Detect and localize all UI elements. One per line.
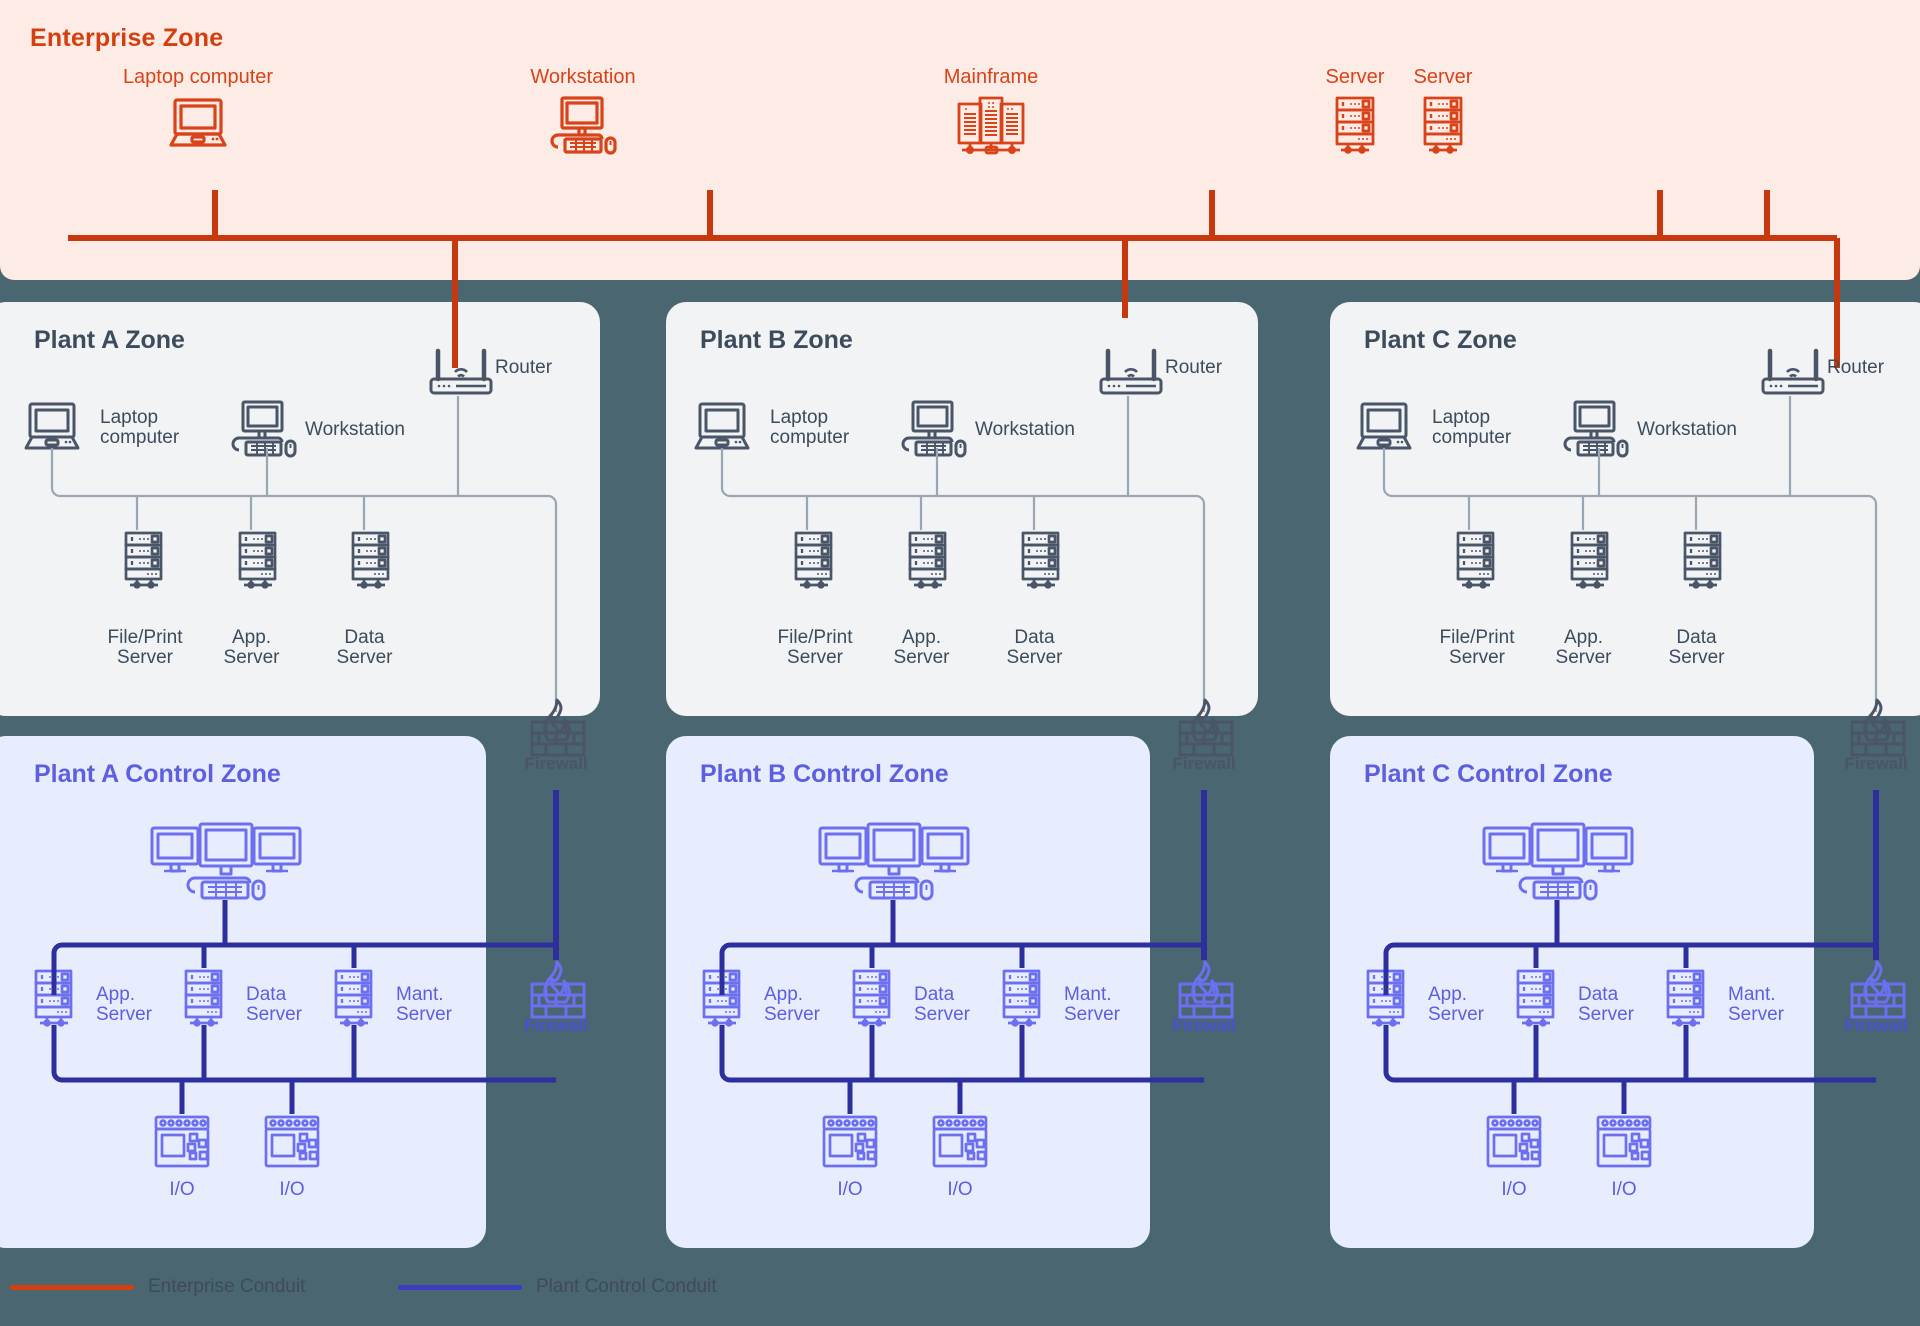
legend-item-control-conduit: Plant Control Conduit bbox=[398, 1276, 717, 1298]
plant-a-zone-title: Plant A Zone bbox=[34, 326, 185, 354]
ctl-c-io-2-label: I/O bbox=[1611, 1179, 1637, 1200]
plant-b-control-firewall-label: Firewall bbox=[1172, 1016, 1236, 1035]
ctl-b-server-1-label: App. Server bbox=[764, 984, 820, 1026]
plant-b-server-2-label: App. Server bbox=[893, 627, 950, 669]
ctl-a-io-2-label: I/O bbox=[279, 1179, 305, 1200]
plant-b-laptop-label: Laptop computer bbox=[770, 407, 850, 449]
legend-item-enterprise-conduit: Enterprise Conduit bbox=[10, 1276, 305, 1298]
plant-b-zone-title: Plant B Zone bbox=[700, 326, 853, 354]
enterprise-node-label: Server bbox=[1413, 66, 1473, 88]
enterprise-node-label: Laptop computer bbox=[122, 66, 274, 88]
ctl-c-io-1-label: I/O bbox=[1501, 1179, 1527, 1200]
plant-b-control-firewall[interactable]: Firewall bbox=[1154, 1016, 1254, 1036]
ctl-c-server-1-label: App. Server bbox=[1428, 984, 1484, 1026]
plant-a-server-3-label: Data Server bbox=[336, 627, 393, 669]
plant-c-server-2-label: App. Server bbox=[1555, 627, 1612, 669]
legend: Enterprise Conduit Plant Control Conduit bbox=[0, 1272, 1920, 1312]
ctl-b-io-2-label: I/O bbox=[947, 1179, 973, 1200]
server-icon bbox=[1300, 95, 1410, 157]
legend-swatch-enterprise bbox=[10, 1284, 134, 1290]
plant-a-router-label: Router bbox=[495, 357, 553, 378]
plant-a-control-zone-title: Plant A Control Zone bbox=[34, 760, 281, 788]
plant-a-firewall[interactable]: Firewall bbox=[506, 754, 606, 774]
workstation-icon bbox=[500, 95, 666, 157]
ctl-a-io-1-label: I/O bbox=[169, 1179, 195, 1200]
plant-c-laptop-label: Laptop computer bbox=[1432, 407, 1512, 449]
ctl-a-server-1-label: App. Server bbox=[96, 984, 152, 1026]
plant-a-control-firewall[interactable]: Firewall bbox=[506, 1016, 606, 1036]
plant-b-router-label: Router bbox=[1165, 357, 1223, 378]
plant-b-firewall[interactable]: Firewall bbox=[1154, 754, 1254, 774]
plant-c-zone-title: Plant C Zone bbox=[1364, 326, 1517, 354]
legend-label-control: Plant Control Conduit bbox=[536, 1276, 717, 1297]
plant-a-control-firewall-label: Firewall bbox=[524, 1016, 588, 1035]
enterprise-zone-title: Enterprise Zone bbox=[30, 24, 224, 52]
plant-a-zone-card: Plant A Zone bbox=[0, 302, 600, 716]
plant-c-control-firewall[interactable]: Firewall bbox=[1826, 1016, 1920, 1036]
plant-b-control-zone-title: Plant B Control Zone bbox=[700, 760, 949, 788]
enterprise-node-label: Server bbox=[1325, 66, 1385, 88]
plant-c-router-label: Router bbox=[1827, 357, 1885, 378]
enterprise-node-server-1[interactable]: Server bbox=[1300, 66, 1410, 157]
legend-label-enterprise: Enterprise Conduit bbox=[148, 1276, 306, 1297]
ctl-c-server-3-label: Mant. Server bbox=[1728, 984, 1784, 1026]
ctl-a-server-3-label: Mant. Server bbox=[396, 984, 452, 1026]
plant-c-server-1-label: File/Print Server bbox=[1439, 627, 1515, 669]
plant-b-server-3-label: Data Server bbox=[1006, 627, 1063, 669]
ctl-b-server-3-label: Mant. Server bbox=[1064, 984, 1120, 1026]
plant-a-workstation-label: Workstation bbox=[305, 419, 405, 440]
server-icon bbox=[1388, 95, 1498, 157]
plant-c-control-zone-title: Plant C Control Zone bbox=[1364, 760, 1613, 788]
plant-b-firewall-label: Firewall bbox=[1172, 754, 1236, 773]
ctl-c-server-2-label: Data Server bbox=[1578, 984, 1634, 1026]
plant-c-workstation-label: Workstation bbox=[1637, 419, 1737, 440]
plant-c-server-3-label: Data Server bbox=[1668, 627, 1725, 669]
enterprise-node-label: Mainframe bbox=[943, 66, 1039, 88]
enterprise-node-server-2[interactable]: Server bbox=[1388, 66, 1498, 157]
plant-a-server-2-label: App. Server bbox=[223, 627, 280, 669]
enterprise-node-label: Workstation bbox=[530, 66, 636, 88]
enterprise-node-laptop[interactable]: Laptop computer bbox=[108, 66, 288, 151]
ctl-b-server-2-label: Data Server bbox=[914, 984, 970, 1026]
plant-c-firewall-label: Firewall bbox=[1844, 754, 1908, 773]
plant-c-firewall[interactable]: Firewall bbox=[1826, 754, 1920, 774]
plant-c-control-firewall-label: Firewall bbox=[1844, 1016, 1908, 1035]
enterprise-node-mainframe[interactable]: Mainframe bbox=[910, 66, 1072, 157]
plant-b-workstation-label: Workstation bbox=[975, 419, 1075, 440]
enterprise-zone-card: Enterprise Zone Laptop computer Workstat… bbox=[0, 0, 1920, 280]
plant-a-firewall-label: Firewall bbox=[524, 754, 588, 773]
enterprise-node-workstation[interactable]: Workstation bbox=[500, 66, 666, 157]
plant-a-laptop-label: Laptop computer bbox=[100, 407, 180, 449]
ctl-a-server-2-label: Data Server bbox=[246, 984, 302, 1026]
legend-swatch-control bbox=[398, 1284, 522, 1290]
plant-a-server-1-label: File/Print Server bbox=[107, 627, 183, 669]
ctl-b-io-1-label: I/O bbox=[837, 1179, 863, 1200]
plant-b-server-1-label: File/Print Server bbox=[777, 627, 853, 669]
mainframe-icon bbox=[910, 95, 1072, 157]
laptop-icon bbox=[108, 95, 288, 151]
